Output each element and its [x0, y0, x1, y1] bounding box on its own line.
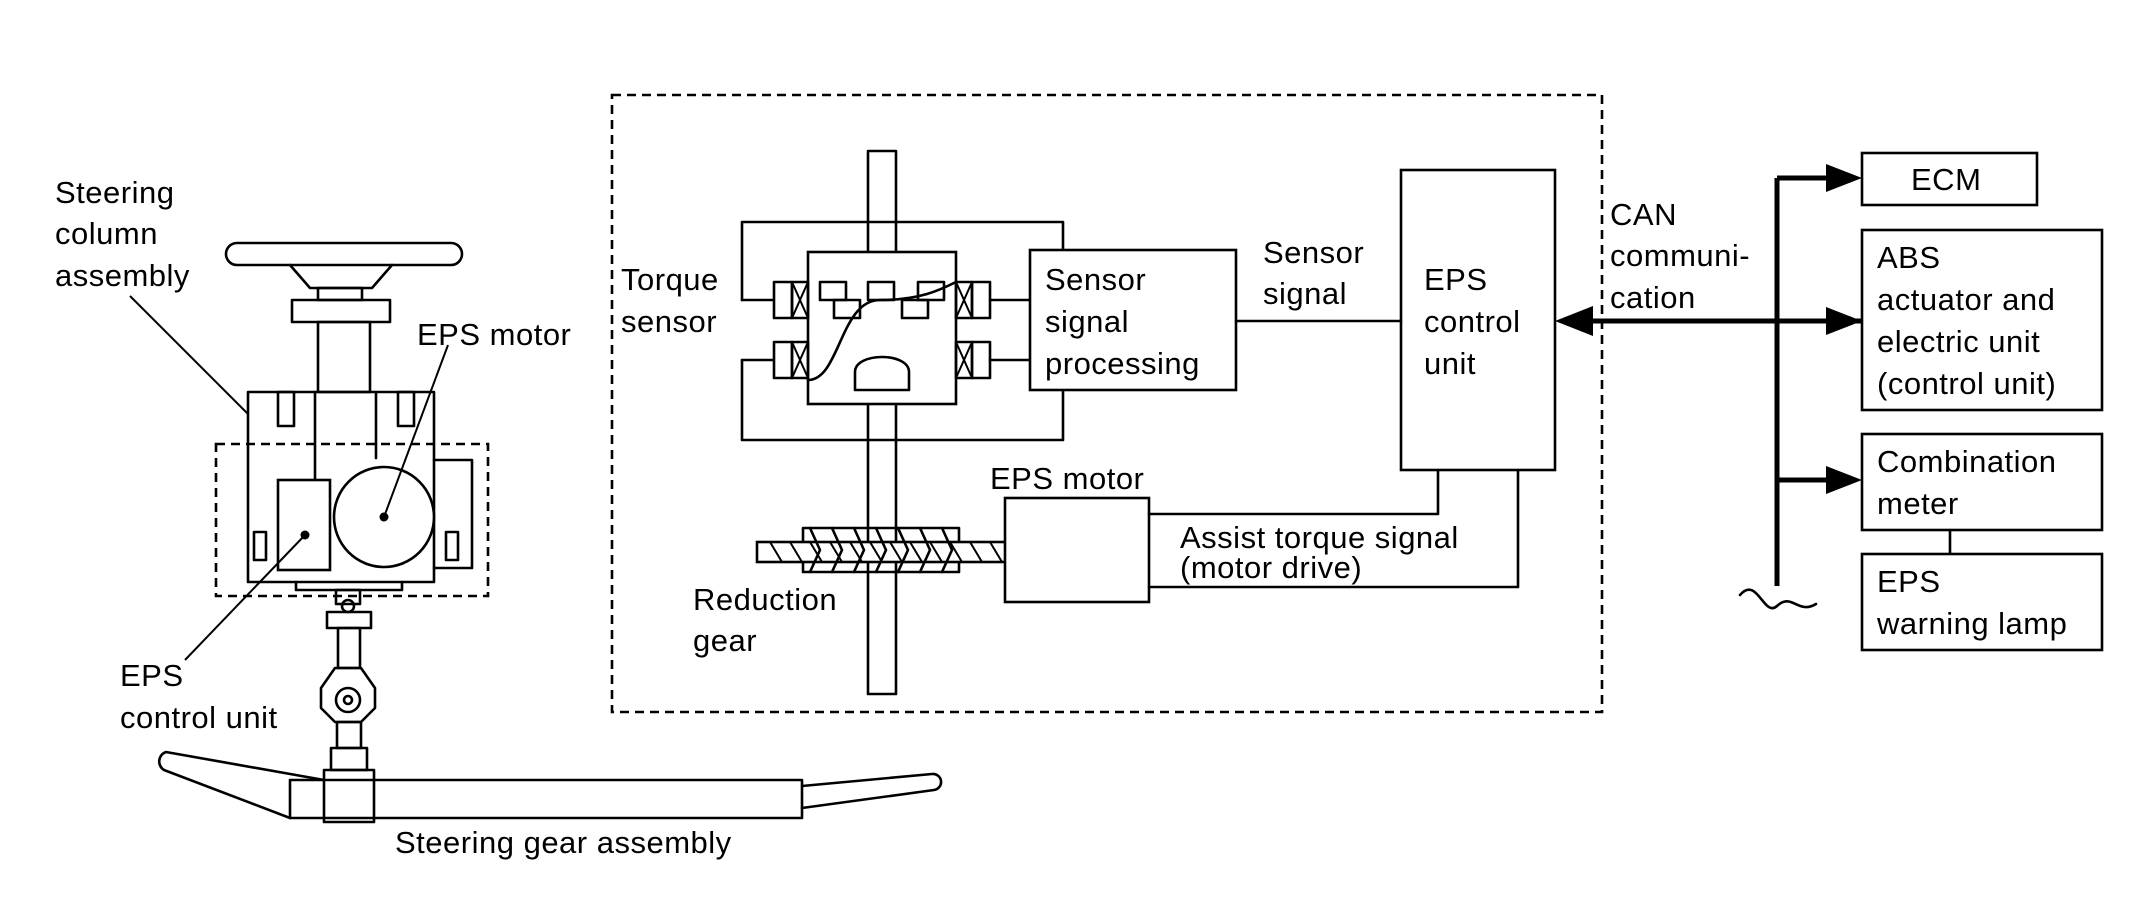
eps-control-unit-shape — [276, 478, 332, 572]
sensor-signal-label: signal — [1263, 276, 1347, 311]
eps-control-unit-box — [1399, 168, 1557, 472]
assist-torque-line-lower — [1147, 468, 1520, 589]
abs-unit-label: ABS — [1877, 240, 1941, 275]
torque-sensor-label: sensor — [621, 304, 717, 339]
steering-assembly-illustration — [129, 241, 943, 824]
ecm-label: ECM — [1911, 162, 1981, 197]
motor-ecu-dashed-outline — [214, 442, 490, 598]
reduction-gear-label: gear — [693, 623, 757, 658]
right-tie-rod — [800, 772, 943, 810]
eps-motor-left-label: EPS motor — [417, 317, 571, 352]
combination-meter-box — [1860, 432, 2104, 532]
abs-unit-box — [1860, 228, 2104, 412]
reduction-gear — [755, 526, 1009, 574]
eps-control-unit-label: EPS — [1424, 262, 1488, 297]
sensor-signal-processing-label: processing — [1045, 346, 1200, 381]
steering-column-assembly-label: assembly — [55, 258, 190, 293]
eps-motor-box — [1003, 496, 1151, 604]
torque-sensor-coils — [772, 280, 1032, 380]
can-arrowhead-meter — [1826, 466, 1862, 494]
eps-control-unit-label: control — [1424, 304, 1521, 339]
abs-unit-label: electric unit — [1877, 324, 2040, 359]
steering-column-assembly-label: Steering — [55, 175, 174, 210]
left-tie-rod — [157, 750, 326, 820]
can-arrowhead-eps — [1555, 306, 1593, 336]
steering-wheel — [224, 241, 464, 267]
assist-torque-line-upper — [1147, 468, 1440, 516]
abs-unit-label: (control unit) — [1877, 366, 2056, 401]
column-upper-tube — [316, 320, 372, 394]
eps-control-unit-left-label: EPS — [120, 658, 184, 693]
eps-warning-lamp-box — [1860, 552, 2104, 652]
can-arrowhead-ecm — [1826, 164, 1862, 192]
can-communication-label: CAN — [1610, 197, 1677, 232]
reduction-gear-label: Reduction — [693, 582, 837, 617]
eps-control-unit-left-label: control unit — [120, 700, 278, 735]
eps-motor-center-label: EPS motor — [990, 461, 1144, 496]
combination-meter-label: Combination — [1877, 444, 2057, 479]
eps-control-unit-label: unit — [1424, 346, 1476, 381]
abs-unit-label: actuator and — [1877, 282, 2055, 317]
can-communication-label: cation — [1610, 280, 1696, 315]
steering-shaft — [866, 149, 898, 696]
steering-rack — [288, 778, 804, 820]
can-bus-break — [1738, 588, 1818, 610]
eps-system-dashed-outline — [610, 93, 1604, 714]
torque-sensor-label: Torque — [621, 262, 719, 297]
column-housing — [246, 390, 436, 584]
can-communication-label: communi- — [1610, 238, 1750, 273]
eps-warning-lamp-label: EPS — [1877, 564, 1941, 599]
torque-sensor-body — [806, 250, 958, 406]
assist-torque-signal-label: Assist torque signal — [1180, 520, 1459, 555]
pinion-housing — [322, 768, 376, 824]
combination-meter-label: meter — [1877, 486, 1959, 521]
sensor-signal-processing-label: Sensor — [1045, 262, 1146, 297]
steering-wheel-hub — [288, 263, 394, 290]
steering-column-assembly-label: column — [55, 216, 158, 251]
sensor-signal-processing-box — [1028, 248, 1238, 392]
can-arrowhead-abs — [1826, 307, 1862, 335]
sensor-signal-label: Sensor — [1263, 235, 1364, 270]
assist-torque-signal-label: (motor drive) — [1180, 550, 1362, 585]
steering-column-shaft-top — [316, 286, 364, 302]
sensor-signal-processing-label: signal — [1045, 304, 1129, 339]
steering-gear-assembly-label: Steering gear assembly — [395, 825, 732, 860]
column-flange — [290, 298, 392, 324]
eps-warning-lamp-label: warning lamp — [1876, 606, 2067, 641]
intermediate-shaft — [325, 610, 373, 630]
ecm-box — [1860, 151, 2039, 207]
